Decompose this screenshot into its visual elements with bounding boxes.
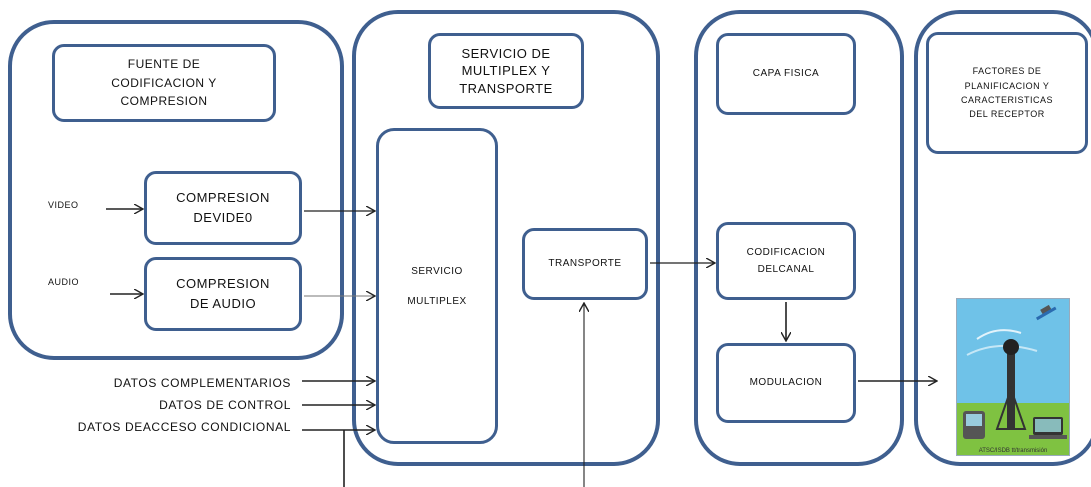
- connector-arrows: [0, 0, 1091, 487]
